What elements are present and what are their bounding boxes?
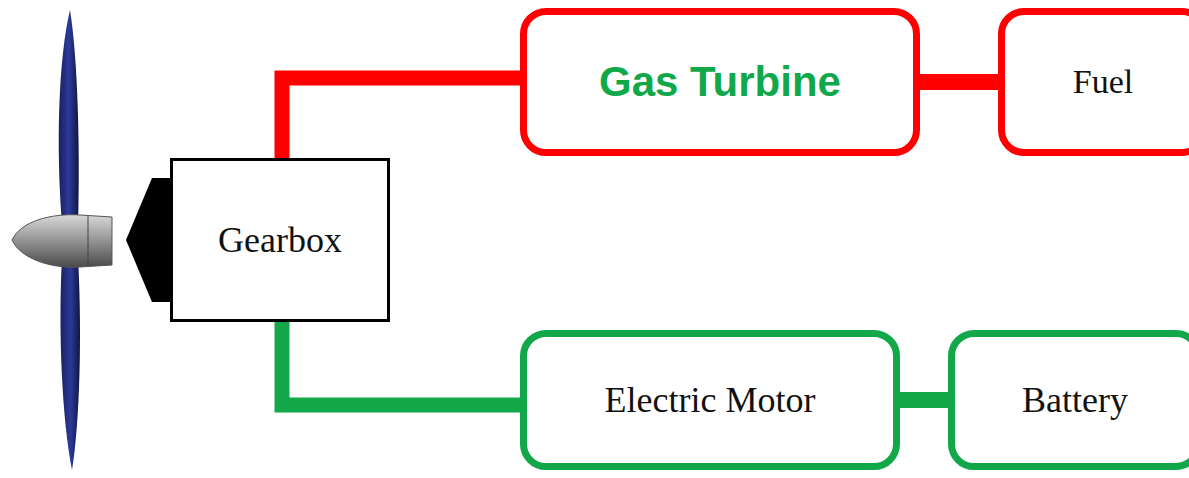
node-label: Gas Turbine bbox=[599, 58, 841, 106]
propeller-hub bbox=[12, 215, 112, 268]
propeller-blade bbox=[59, 10, 79, 225]
node-label: Battery bbox=[1022, 379, 1128, 421]
node-label: Gearbox bbox=[218, 219, 342, 261]
battery-box: Battery bbox=[948, 330, 1189, 470]
power-line bbox=[282, 78, 520, 158]
node-label: Electric Motor bbox=[605, 379, 816, 421]
power-line bbox=[920, 74, 998, 90]
power-link bbox=[282, 78, 520, 158]
node-label: Fuel bbox=[1073, 63, 1133, 101]
thrust-arrow bbox=[126, 178, 172, 302]
gearbox-box: Gearbox bbox=[170, 158, 390, 322]
power-link bbox=[282, 322, 520, 405]
hub-seam bbox=[88, 216, 89, 266]
gas-turbine-box: Gas Turbine bbox=[520, 8, 920, 156]
power-line bbox=[282, 322, 520, 405]
power-link bbox=[920, 82, 998, 83]
fuel-box: Fuel bbox=[998, 8, 1189, 156]
propeller-blade bbox=[60, 258, 80, 470]
power-line bbox=[900, 392, 948, 408]
power-link bbox=[900, 400, 948, 401]
electric-motor-box: Electric Motor bbox=[520, 330, 900, 470]
